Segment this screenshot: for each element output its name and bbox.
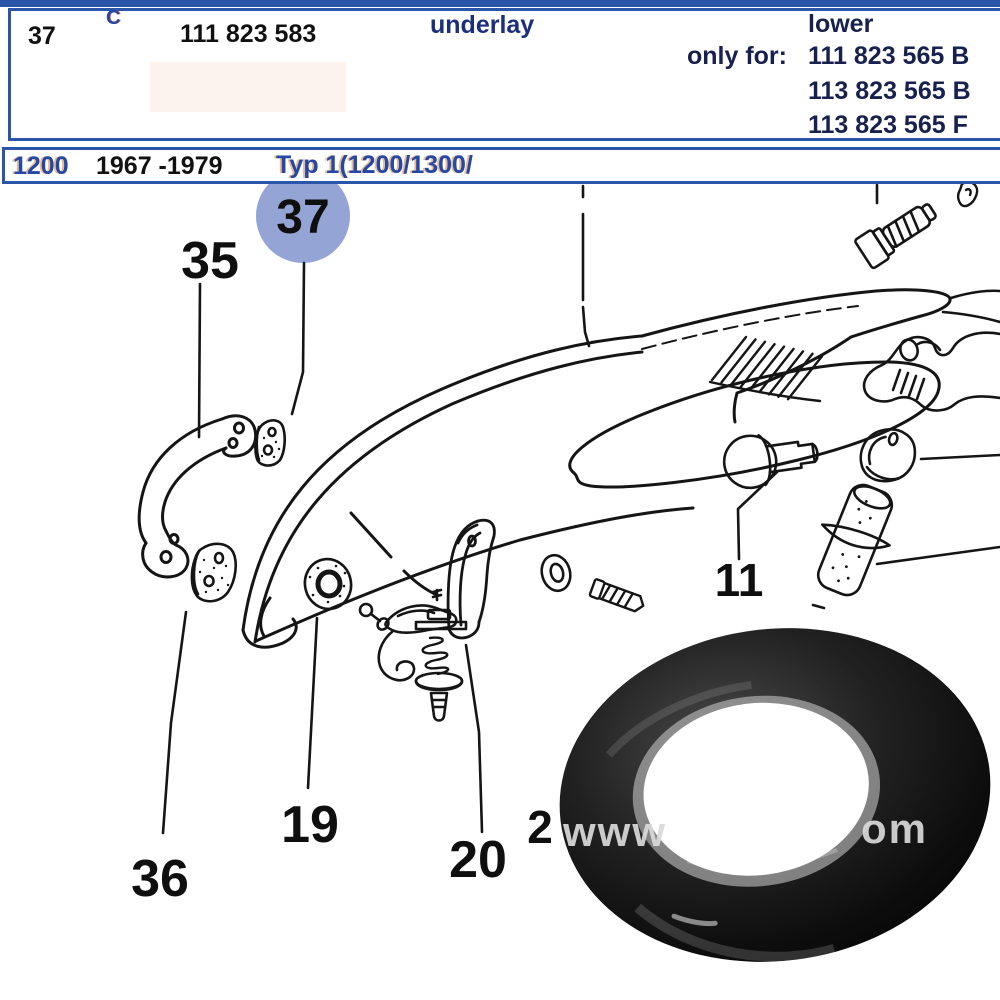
cone-cap — [859, 428, 917, 483]
model-info-box — [2, 147, 1000, 184]
buffer-cylinder — [816, 483, 894, 597]
model-code: 1200 — [13, 152, 69, 180]
applicable-part: 111 823 565 B — [808, 42, 970, 70]
only-for-label: only for: — [687, 42, 787, 70]
model-type: Typ 1(1200/1300/ — [276, 151, 473, 179]
copyright-symbol: C — [106, 7, 121, 29]
teardrop-clip — [956, 181, 979, 208]
part-description: underlay — [430, 11, 535, 39]
highlight-callout: 37 — [256, 169, 350, 263]
label-20: 20 — [449, 831, 507, 889]
support-bracket — [446, 518, 496, 640]
latch-assembly — [358, 588, 468, 722]
washer-grommet — [303, 557, 353, 611]
applicable-parts-list: 111 823 565 B 113 823 565 B 113 823 565 … — [808, 42, 971, 147]
hinge-assembly — [862, 289, 1000, 412]
handle — [137, 414, 258, 579]
item-number: 37 — [28, 22, 56, 50]
label-11: 11 — [715, 554, 764, 606]
grommet-photo: www om — [556, 618, 1000, 980]
watermark: www om — [562, 805, 928, 855]
diagram-numbers: 35 36 19 20 11 2 — [131, 232, 763, 908]
applicable-part: 113 823 565 B — [808, 76, 971, 105]
underlay-pad-lower — [190, 542, 238, 603]
underlay-pad-upper — [254, 419, 286, 467]
label-36: 36 — [131, 850, 189, 908]
o-ring — [540, 553, 572, 593]
highlight-patch — [150, 62, 346, 112]
small-screw — [588, 578, 645, 613]
label-2-partial: 2 — [527, 801, 553, 853]
pin — [722, 434, 819, 490]
callout-circle — [256, 169, 350, 263]
hex-bolt — [854, 203, 937, 270]
applicable-part: 113 823 565 F — [808, 111, 968, 139]
model-years: 1967 -1979 — [96, 152, 223, 180]
vent-grille — [708, 335, 824, 403]
top-border-rule — [0, 0, 1000, 7]
label-35: 35 — [181, 232, 239, 290]
label-19: 19 — [281, 796, 339, 854]
callout-number: 37 — [276, 191, 329, 244]
watermark-left: www — [562, 808, 667, 855]
part-number: 111 823 583 — [180, 20, 317, 48]
leader-lines — [161, 183, 1000, 835]
position-note: lower — [808, 10, 874, 38]
watermark-right: om — [861, 805, 928, 852]
